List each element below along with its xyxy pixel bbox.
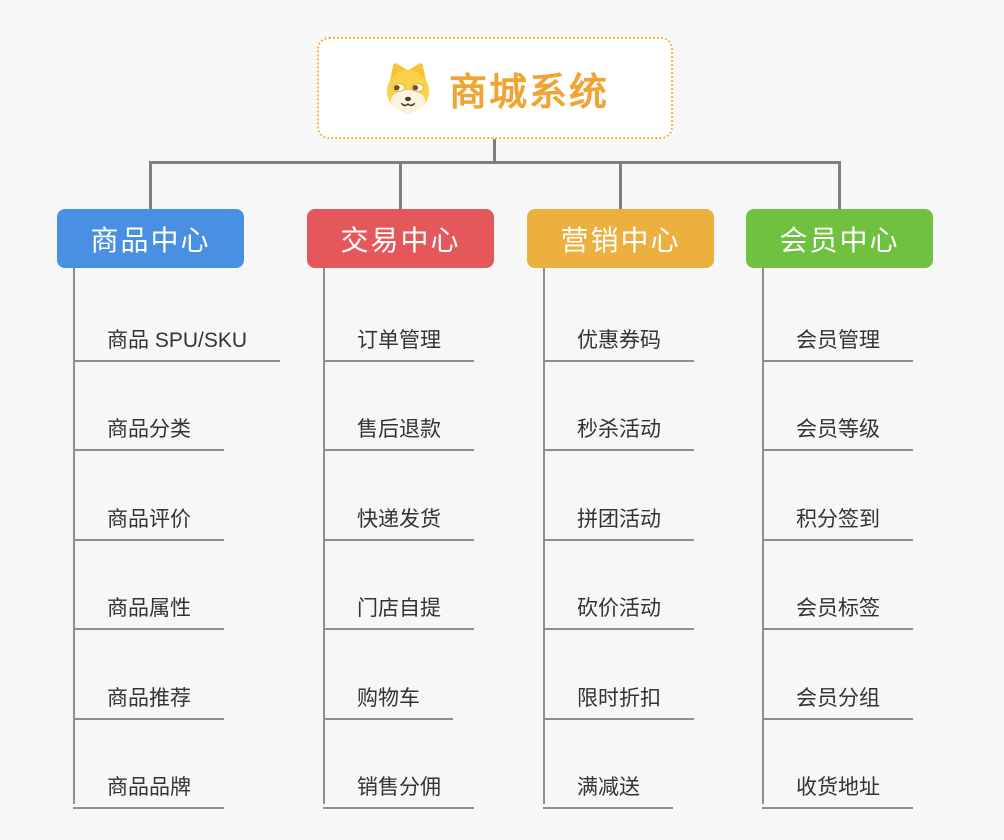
branch-drop-line — [619, 161, 622, 210]
shiba-dog-icon — [381, 61, 435, 115]
leaf-node[interactable]: 砍价活动 — [543, 584, 694, 630]
leaf-node[interactable]: 商品 SPU/SKU — [73, 316, 281, 362]
leaf-node[interactable]: 会员分组 — [762, 674, 913, 720]
leaf-node[interactable]: 门店自提 — [323, 584, 474, 630]
leaf-node[interactable]: 商品属性 — [73, 584, 224, 630]
leaf-node[interactable]: 商品分类 — [73, 405, 224, 451]
leaf-node[interactable]: 订单管理 — [323, 316, 474, 362]
branch-node-trade-center[interactable]: 交易中心 — [307, 209, 494, 268]
leaf-node[interactable]: 积分签到 — [762, 495, 913, 541]
leaf-node[interactable]: 会员管理 — [762, 316, 913, 362]
leaf-node[interactable]: 会员标签 — [762, 584, 913, 630]
leaf-node[interactable]: 购物车 — [323, 674, 453, 720]
root-stem-line — [493, 138, 496, 164]
branch-drop-line — [838, 161, 841, 210]
branch-drop-line — [399, 161, 402, 210]
leaf-node[interactable]: 商品品牌 — [73, 763, 224, 809]
leaf-node[interactable]: 收货地址 — [762, 763, 913, 809]
leaf-node[interactable]: 限时折扣 — [543, 674, 694, 720]
branch-trunk-line — [323, 267, 325, 804]
root-title: 商城系统 — [448, 71, 609, 114]
leaf-node[interactable]: 满减送 — [543, 763, 673, 809]
branch-node-product-center[interactable]: 商品中心 — [57, 209, 244, 268]
leaf-node[interactable]: 售后退款 — [323, 405, 474, 451]
leaf-node[interactable]: 优惠券码 — [543, 316, 694, 362]
leaf-node[interactable]: 商品评价 — [73, 495, 224, 541]
leaf-node[interactable]: 拼团活动 — [543, 495, 694, 541]
leaf-node[interactable]: 商品推荐 — [73, 674, 224, 720]
branch-hline — [149, 161, 841, 164]
branch-trunk-line — [73, 267, 75, 804]
branch-trunk-line — [762, 267, 764, 804]
branch-trunk-line — [543, 267, 545, 804]
leaf-node[interactable]: 销售分佣 — [323, 763, 474, 809]
branch-node-member-center[interactable]: 会员中心 — [746, 209, 933, 268]
leaf-node[interactable]: 秒杀活动 — [543, 405, 694, 451]
branch-node-marketing-center[interactable]: 营销中心 — [527, 209, 714, 268]
leaf-node[interactable]: 会员等级 — [762, 405, 913, 451]
branch-drop-line — [149, 161, 152, 210]
root-node[interactable]: 商城系统 — [317, 37, 673, 139]
leaf-node[interactable]: 快递发货 — [323, 495, 474, 541]
